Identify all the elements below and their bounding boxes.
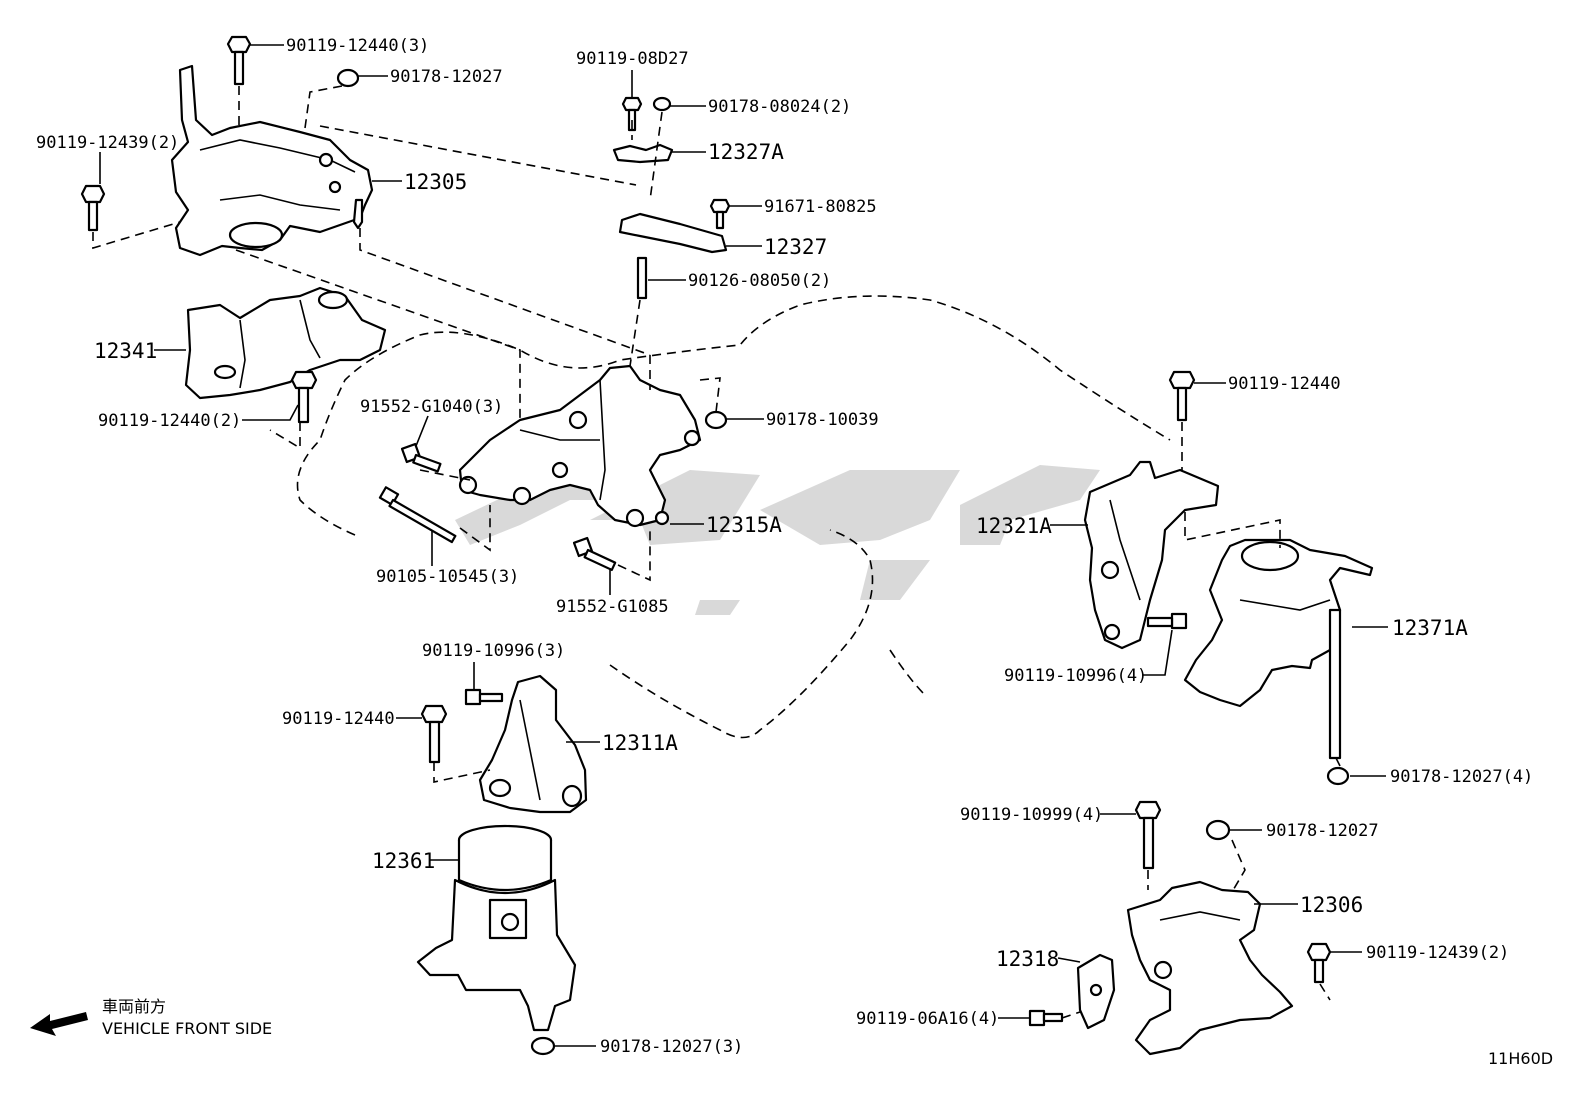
- part-12327-plate: [618, 212, 728, 254]
- label-c11: 12341: [94, 339, 157, 363]
- label-c03: 90119-12439(2): [36, 133, 179, 153]
- bolt-90119-12440-icon: [226, 35, 252, 86]
- label-c07: 12327A: [708, 140, 784, 164]
- bolt-90119-12440-right-icon: [1168, 370, 1196, 422]
- label-c17: 91552-G1085: [556, 597, 669, 617]
- bolt-90119-12440-lower-icon: [420, 704, 448, 764]
- bolt-91552-G1085-icon: [572, 536, 617, 572]
- label-c26: 90178-12027(3): [600, 1037, 743, 1057]
- connection-lines: [92, 85, 1341, 1019]
- label-c27: 90178-12027(4): [1390, 767, 1533, 787]
- label-c12: 90119-12440(2): [98, 411, 241, 431]
- nut-90178-12027-right-icon: [1205, 819, 1231, 841]
- label-c33: 90119-06A16(4): [856, 1009, 999, 1029]
- nut-90178-12027-3-icon: [530, 1036, 556, 1056]
- part-12306-mount: [1126, 880, 1294, 1056]
- nut-90178-12027-icon: [336, 68, 360, 88]
- direction-note-japanese: 車両前方: [102, 997, 166, 1016]
- bolt-90119-06A16-icon: [1028, 1009, 1064, 1027]
- label-c05: 90119-08D27: [576, 49, 689, 69]
- label-c28: 90119-10999(4): [960, 805, 1103, 825]
- label-c32: 12318: [996, 947, 1059, 971]
- bolt-90119-12439-icon: [80, 184, 106, 232]
- label-c22: 90119-10996(3): [422, 641, 565, 661]
- direction-note-english: VEHICLE FRONT SIDE: [102, 1019, 272, 1038]
- bolt-90105-10545-icon: [378, 486, 457, 544]
- label-c25: 12361: [372, 849, 435, 873]
- nut-90178-08024-icon: [652, 96, 672, 112]
- engine-outline-dashed: [296, 295, 1171, 739]
- label-c23: 90119-12440: [282, 709, 395, 729]
- label-c02: 90178-12027: [390, 67, 503, 87]
- part-12341-bracket: [184, 286, 387, 400]
- part-labels: 90119-12440(3) 90178-12027 90119-12439(2…: [36, 36, 1533, 1057]
- nut-90178-12027-4-icon: [1326, 766, 1350, 786]
- part-12361-mount: [416, 824, 577, 1032]
- bolt-90119-10999-icon: [1134, 800, 1162, 870]
- part-12371A-mount: [1183, 538, 1374, 760]
- diagram-code: 11H60D: [1488, 1049, 1553, 1068]
- bolt-91671-80825-icon: [709, 198, 731, 230]
- label-c09: 12327: [764, 235, 827, 259]
- bolt-90119-10996-3-icon: [464, 688, 504, 706]
- part-12321A-bracket: [1083, 460, 1220, 650]
- label-c01: 90119-12440(3): [286, 36, 429, 56]
- label-c14: 90178-10039: [766, 410, 879, 430]
- label-c10: 90126-08050(2): [688, 271, 831, 291]
- label-c20: 12371A: [1392, 616, 1468, 640]
- label-c13: 91552-G1040(3): [360, 397, 503, 417]
- part-12318-plate: [1076, 953, 1116, 1030]
- part-12315A-bracket: [458, 364, 702, 528]
- label-c04: 12305: [404, 170, 467, 194]
- nut-90178-10039-icon: [704, 410, 728, 430]
- part-12311A-bracket: [478, 674, 588, 814]
- label-c29: 90178-12027: [1266, 821, 1379, 841]
- label-c08: 91671-80825: [764, 197, 877, 217]
- label-c30: 12306: [1300, 893, 1363, 917]
- part-12305-mount-bracket: [170, 64, 374, 257]
- bolt-90119-10996-right-icon: [1146, 612, 1188, 630]
- vehicle-front-arrow-icon: [30, 1012, 88, 1036]
- watermark-logo: [455, 465, 1100, 615]
- label-c18: 90119-12440: [1228, 374, 1341, 394]
- part-12327A-bracket: [612, 143, 674, 164]
- label-c21: 90119-10996(4): [1004, 666, 1147, 686]
- leader-lines: [99, 44, 1388, 1047]
- label-c24: 12311A: [602, 731, 678, 755]
- label-c16: 12315A: [706, 513, 782, 537]
- label-c31: 90119-12439(2): [1366, 943, 1509, 963]
- label-c06: 90178-08024(2): [708, 97, 851, 117]
- bolt-90119-12439-right-icon: [1306, 942, 1332, 984]
- bolt-91552-G1040-icon: [400, 442, 442, 473]
- label-c19: 12321A: [976, 514, 1052, 538]
- label-c15: 90105-10545(3): [376, 567, 519, 587]
- stud-90126-08050-icon: [636, 256, 648, 300]
- bolt-90119-12440-2-icon: [290, 370, 318, 424]
